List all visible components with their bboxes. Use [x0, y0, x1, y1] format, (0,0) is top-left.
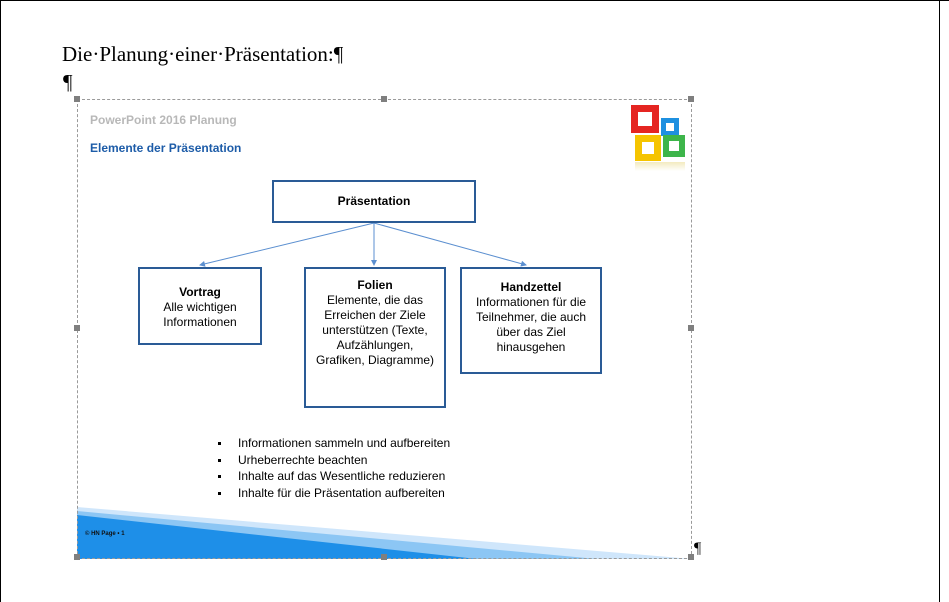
child-box-body: Alle wichtigen Informationen	[163, 300, 237, 329]
empty-paragraph-mark[interactable]: ¶	[63, 70, 73, 94]
document-heading[interactable]: Die·Planung·einer·Präsentation:¶	[62, 42, 344, 66]
root-box-praesentation: Präsentation	[272, 180, 476, 223]
resize-handle-left[interactable]	[74, 325, 80, 331]
child-box-head: Vortrag	[179, 285, 221, 299]
child-box-head: Folien	[357, 278, 393, 292]
resize-handle-bottom-left[interactable]	[74, 554, 80, 560]
resize-handle-top[interactable]	[381, 96, 387, 102]
bullet-item: Inhalte für die Präsentation aufbereiten	[214, 485, 450, 502]
squares-logo-icon	[631, 105, 691, 171]
resize-handle-right[interactable]	[688, 325, 694, 331]
root-box-label: Präsentation	[337, 194, 411, 208]
end-paragraph-mark[interactable]: ¶	[694, 540, 702, 557]
footer-wedge-graphic	[77, 507, 692, 559]
window-frame-left	[0, 0, 1, 602]
child-box-body: Informationen für die Teilnehmer, die au…	[475, 295, 587, 354]
child-box-head: Handzettel	[500, 280, 562, 294]
resize-handle-top-left[interactable]	[74, 96, 80, 102]
org-chart-connectors	[199, 222, 527, 267]
resize-handle-bottom[interactable]	[381, 554, 387, 560]
resize-handle-top-right[interactable]	[688, 96, 694, 102]
embedded-slide-object[interactable]: PowerPoint 2016 Planung Elemente der Prä…	[77, 99, 692, 559]
bullet-item: Inhalte auf das Wesentliche reduzieren	[214, 468, 450, 485]
bullet-list: Informationen sammeln und aufbereiten Ur…	[214, 435, 450, 501]
bullet-item: Urheberrechte beachten	[214, 452, 450, 469]
child-box-handzettel: Handzettel Informationen für die Teilneh…	[460, 267, 602, 374]
slide-subtitle: Elemente der Präsentation	[90, 141, 242, 155]
slide-title: PowerPoint 2016 Planung	[90, 113, 237, 127]
slide-footer: © HN Page • 1	[85, 531, 125, 537]
child-box-body: Elemente, die das Erreichen der Ziele un…	[315, 293, 435, 367]
window-frame-top	[0, 0, 949, 1]
page-edge-right	[939, 0, 940, 602]
child-box-folien: Folien Elemente, die das Erreichen der Z…	[304, 267, 446, 408]
resize-handle-bottom-right[interactable]	[688, 554, 694, 560]
child-box-vortrag: Vortrag Alle wichtigen Informationen	[138, 267, 262, 345]
bullet-item: Informationen sammeln und aufbereiten	[214, 435, 450, 452]
